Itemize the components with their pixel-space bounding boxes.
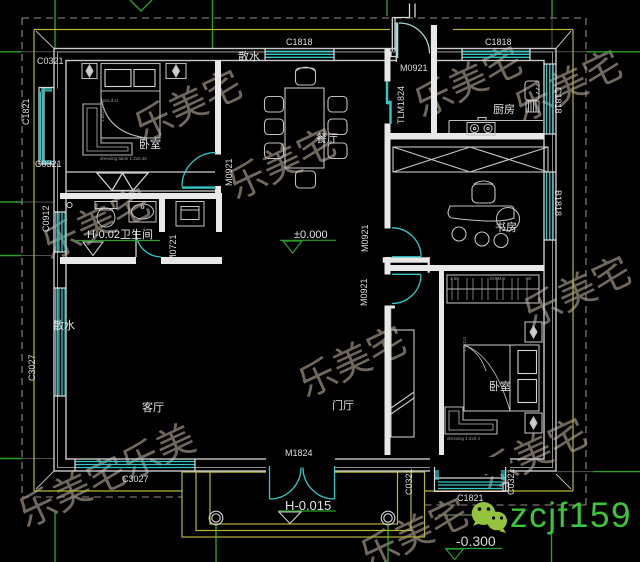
svg-text:散水: 散水 bbox=[238, 49, 260, 63]
svg-text:1.8x2.0: 1.8x2.0 bbox=[100, 107, 105, 122]
svg-text:TLM1824: TLM1824 bbox=[396, 86, 406, 124]
svg-text:C0321: C0321 bbox=[35, 159, 62, 169]
svg-text:C3027: C3027 bbox=[122, 474, 149, 484]
svg-text:C0321: C0321 bbox=[37, 56, 64, 66]
svg-text:散水: 散水 bbox=[53, 318, 75, 332]
svg-text:M0721: M0721 bbox=[168, 234, 178, 262]
svg-text:.80: .80 bbox=[525, 276, 532, 281]
svg-text:C1818: C1818 bbox=[485, 37, 512, 47]
svg-text:dressing-table 1.2x0.40: dressing-table 1.2x0.40 bbox=[100, 156, 147, 161]
svg-text:C0321: C0321 bbox=[404, 468, 414, 495]
svg-text:zcjf159: zcjf159 bbox=[510, 496, 632, 535]
svg-text:C1821: C1821 bbox=[21, 98, 31, 125]
svg-text:门厅: 门厅 bbox=[332, 398, 354, 412]
svg-text:1.80: 1.80 bbox=[450, 276, 459, 281]
svg-text:-0.300: -0.300 bbox=[456, 533, 496, 549]
svg-text:书房: 书房 bbox=[495, 221, 517, 234]
svg-text:客厅: 客厅 bbox=[142, 400, 164, 414]
svg-text:卧室: 卧室 bbox=[489, 379, 511, 393]
svg-text:C1821: C1821 bbox=[457, 493, 484, 503]
svg-text:M0921: M0921 bbox=[359, 278, 369, 306]
svg-text:B1818: B1818 bbox=[553, 190, 563, 216]
svg-text:H-0.02卫生间: H-0.02卫生间 bbox=[87, 227, 153, 241]
svg-text:pro.d.sl: pro.d.sl bbox=[103, 98, 118, 103]
svg-text:M1824: M1824 bbox=[285, 448, 313, 458]
svg-text:M.8M.0: M.8M.0 bbox=[490, 276, 506, 281]
svg-text:厨房: 厨房 bbox=[493, 103, 515, 116]
svg-text:C1818: C1818 bbox=[286, 37, 313, 47]
svg-text:M0921: M0921 bbox=[224, 158, 234, 186]
svg-text:卧室: 卧室 bbox=[139, 137, 161, 151]
svg-text:dressing 1.2x0.4: dressing 1.2x0.4 bbox=[447, 436, 481, 441]
svg-text:H-0.015: H-0.015 bbox=[285, 498, 331, 513]
svg-text:C3027: C3027 bbox=[27, 354, 37, 381]
svg-text:1.8x2.0: 1.8x2.0 bbox=[462, 337, 467, 352]
svg-text:M0921: M0921 bbox=[400, 63, 428, 73]
svg-text:M0921: M0921 bbox=[360, 224, 370, 252]
svg-text:餐厅: 餐厅 bbox=[316, 131, 338, 145]
svg-text:C1818: C1818 bbox=[553, 87, 563, 114]
svg-text:C0321: C0321 bbox=[506, 468, 516, 495]
svg-text:C0912: C0912 bbox=[41, 205, 51, 232]
svg-text:±0.000: ±0.000 bbox=[294, 229, 328, 241]
